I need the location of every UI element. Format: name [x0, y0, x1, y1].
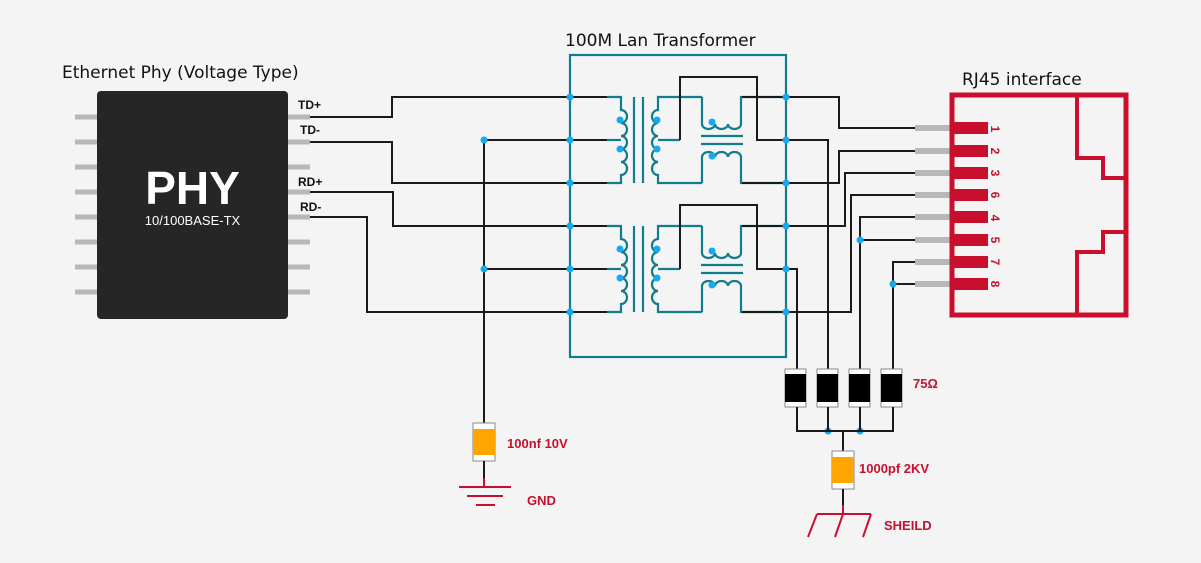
wire-rj45-pin7: [892, 261, 915, 369]
wire-rj45-pin6: [786, 194, 915, 313]
resistor: [784, 368, 807, 408]
wire-rx-ct-to-resistor: [786, 268, 798, 369]
wire-rj45-pin4: [859, 216, 915, 369]
shield-label: SHEILD: [884, 518, 932, 533]
wire-td-minus: [310, 141, 607, 184]
phy-chip: PHY 10/100BASE-TX TD+ TD- RD+ RD-: [75, 91, 322, 319]
secondary-center-tap-wire: [679, 76, 786, 141]
rj45-body: [949, 92, 1129, 318]
wire-td-plus: [310, 96, 607, 118]
rj45-latch: [1075, 95, 1126, 315]
resistor-bus: [796, 407, 894, 432]
rj45-pin-3: 3: [988, 170, 1002, 177]
rj45-pin-8: 8: [988, 281, 1002, 288]
ground-icon: [459, 478, 511, 506]
phy-left-pins: [75, 114, 97, 295]
transformer-rx-block: [570, 204, 786, 314]
wire-rd-minus: [310, 216, 607, 313]
wire-rj45-pin3: [786, 172, 915, 227]
phy-chip-subtitle: 10/100BASE-TX: [145, 213, 241, 228]
rj45-pin-4: 4: [988, 215, 1002, 222]
rj45-connector: 1 2 3 6 4 5 7 8: [915, 92, 1129, 318]
rj45-pin-6: 6: [988, 192, 1002, 199]
phy-chip-name: PHY: [145, 162, 240, 214]
phy-right-pins: [288, 114, 310, 295]
common-mode-choke-top: [700, 224, 786, 260]
rj45-pin-2: 2: [988, 148, 1002, 155]
primary-coil: [607, 224, 629, 314]
pin-label-rd-minus: RD-: [300, 200, 321, 214]
phy-title: Ethernet Phy (Voltage Type): [62, 63, 299, 83]
shield-cap-label: 1000pf 2KV: [859, 461, 929, 476]
rj45-pin-leads: [915, 125, 951, 287]
primary-coil: [607, 95, 629, 185]
pin-label-td-plus: TD+: [298, 98, 321, 112]
wire-rj45-pin2: [786, 150, 915, 184]
center-tap-cap-label: 100nf 10V: [507, 436, 568, 451]
phy-chip-body: [97, 91, 288, 319]
rj45-pin-5: 5: [988, 237, 1002, 244]
pin-label-rd-plus: RD+: [298, 175, 322, 189]
transformer-box: [568, 53, 788, 359]
rj45-contacts: [953, 122, 988, 290]
secondary-center-tap-wire: [679, 204, 786, 270]
resistor: [880, 368, 903, 408]
pin-label-td-minus: TD-: [300, 123, 320, 137]
chassis-ground-icon: [807, 505, 872, 538]
wire-rj45-pin1: [786, 96, 915, 129]
transformer-title: 100M Lan Transformer: [565, 31, 756, 51]
gnd-label: GND: [527, 493, 556, 508]
rj45-pin-1: 1: [988, 126, 1002, 133]
wire-rd-plus: [310, 191, 607, 227]
resistor: [848, 368, 871, 408]
wire-tx-ct-to-resistor: [786, 139, 829, 369]
common-mode-choke-bottom: [700, 150, 786, 185]
common-mode-choke-top: [700, 95, 786, 131]
termination-resistors: 75Ω: [784, 368, 938, 451]
transformer-tx-block: [570, 76, 786, 185]
resistor-value-label: 75Ω: [913, 376, 938, 391]
resistor: [816, 368, 839, 408]
shield-capacitor: 1000pf 2KV: [831, 450, 929, 505]
common-mode-choke-bottom: [700, 279, 786, 314]
phy-transformer-wires: [310, 96, 607, 427]
rj45-title: RJ45 interface: [962, 70, 1082, 90]
center-tap-capacitor: 100nf 10V: [472, 422, 568, 478]
rj45-pin-7: 7: [988, 259, 1002, 266]
transformer-rj45-wires: [786, 96, 915, 369]
